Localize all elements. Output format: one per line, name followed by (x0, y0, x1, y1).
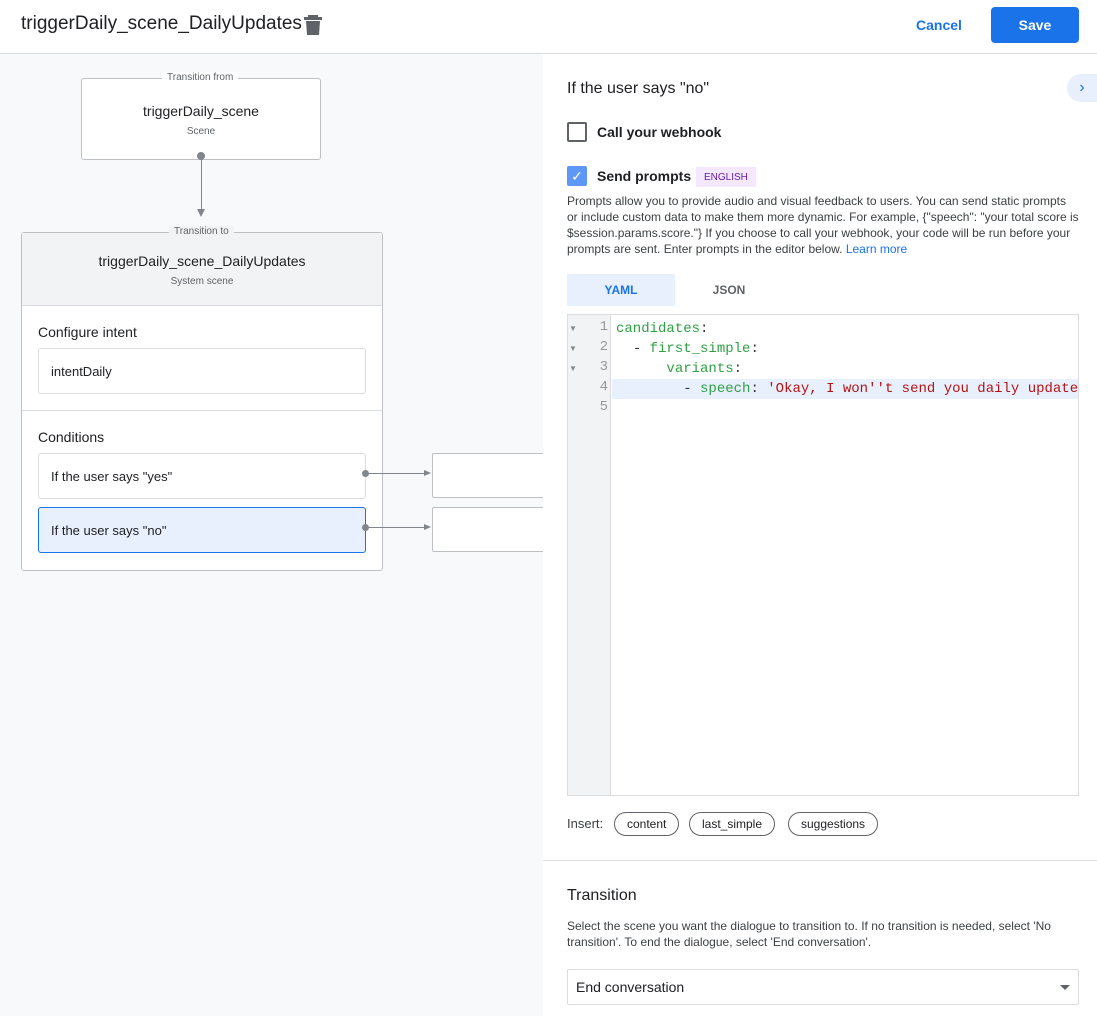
code-line: - first_simple: (616, 339, 759, 359)
code-dash: - (683, 381, 701, 397)
connector-dot (362, 524, 369, 531)
condition-no[interactable]: If the user says "no" (38, 507, 366, 553)
save-button[interactable]: Save (991, 7, 1079, 43)
arrow-right-icon (424, 524, 431, 530)
to-scene-name: triggerDaily_scene_DailyUpdates (98, 253, 306, 269)
connector-dot (197, 152, 205, 160)
code-key: variants (666, 361, 734, 377)
code-line: variants: (616, 359, 742, 379)
code-colon: : (750, 341, 759, 357)
code-colon: : (750, 381, 759, 397)
tab-json[interactable]: JSON (712, 283, 746, 297)
code-dash: - (632, 341, 650, 357)
code-line: candidates: (616, 319, 708, 339)
insert-chip-content[interactable]: content (614, 812, 680, 836)
code-line: - speech: 'Okay, I won''t send you daily… (616, 379, 1078, 399)
description-text: Prompts allow you to provide audio and v… (567, 194, 1079, 256)
details-panel (543, 54, 1097, 1016)
insert-chip-suggestions[interactable]: suggestions (788, 812, 879, 836)
to-scene-type: System scene (170, 276, 234, 287)
arrow-right-icon (424, 470, 431, 476)
fold-arrow-icon[interactable]: ▼ (569, 364, 577, 373)
insert-label: Insert: (567, 816, 604, 831)
from-scene-name: triggerDaily_scene (143, 103, 259, 119)
arrow-down-icon (197, 209, 205, 217)
code-key: candidates (616, 321, 701, 337)
from-scene-type: Scene (186, 126, 216, 137)
configure-intent-heading: Configure intent (38, 324, 137, 340)
language-badge: ENGLISH (696, 167, 756, 187)
code-indent (616, 361, 666, 377)
fold-arrow-icon[interactable]: ▼ (569, 324, 577, 333)
line-number: 3 (599, 359, 608, 375)
fold-arrow-icon[interactable]: ▼ (569, 344, 577, 353)
conditions-heading: Conditions (38, 429, 105, 445)
divider (543, 860, 1097, 861)
tab-yaml[interactable]: YAML (567, 274, 675, 306)
code-indent (616, 341, 633, 357)
line-number: 5 (599, 399, 608, 415)
connector-line (369, 527, 425, 528)
prompts-description: Prompts allow you to provide audio and v… (567, 193, 1079, 257)
condition-yes[interactable]: If the user says "yes" (38, 453, 366, 499)
scene-header[interactable] (22, 233, 382, 306)
trash-icon[interactable] (304, 15, 322, 35)
editor-gutter (568, 315, 611, 795)
connector-line (201, 158, 202, 210)
target-yes-card[interactable] (432, 453, 552, 498)
intent-item[interactable]: intentDaily (38, 348, 366, 394)
code-key: first_simple (649, 341, 751, 357)
transition-from-legend: Transition from (162, 72, 239, 83)
panel-heading: If the user says "no" (567, 80, 710, 97)
active-line-highlight (612, 379, 1078, 399)
divider (22, 410, 382, 411)
code-value: 'Okay, I won''t send you daily update (758, 381, 1079, 397)
transition-select[interactable]: End conversation (567, 969, 1079, 1005)
webhook-checkbox[interactable] (567, 122, 587, 142)
transition-description: Select the scene you want the dialogue t… (567, 919, 1051, 949)
page-title: triggerDaily_scene_DailyUpdates (21, 13, 302, 34)
dropdown-arrow-icon (1060, 985, 1070, 990)
code-colon: : (700, 321, 709, 337)
flow-canvas: Transition from triggerDaily_scene Scene… (0, 54, 552, 1016)
header: triggerDaily_scene_DailyUpdates Cancel S… (0, 0, 1097, 54)
webhook-label: Call your webhook (597, 124, 722, 140)
line-number: 1 (599, 319, 608, 335)
send-prompts-label: Send prompts (597, 168, 692, 184)
code-key: speech (700, 381, 751, 397)
transition-to-legend: Transition to (169, 226, 234, 237)
code-indent (616, 381, 683, 397)
target-no-card[interactable] (432, 507, 552, 552)
code-editor[interactable]: 1 ▼ candidates: 2 ▼ - first_simple: 3 ▼ varian… (567, 314, 1079, 796)
transition-from-card[interactable]: Transition from triggerDaily_scene Scene (81, 72, 321, 160)
connector-line (369, 473, 425, 474)
learn-more-link[interactable]: Learn more (845, 242, 908, 256)
line-number: 4 (599, 379, 608, 395)
chevron-right-icon[interactable]: › (1067, 74, 1097, 102)
code-colon: : (733, 361, 743, 377)
connector-dot (362, 470, 369, 477)
line-number: 2 (599, 339, 608, 355)
send-prompts-checkbox[interactable]: ✓ (567, 166, 587, 186)
transition-to-card: Transition to triggerDaily_scene_DailyUp… (21, 226, 383, 571)
transition-select-value: End conversation (576, 979, 685, 995)
transition-heading: Transition (567, 887, 637, 904)
insert-chip-last-simple[interactable]: last_simple (689, 812, 776, 836)
cancel-button[interactable]: Cancel (916, 17, 962, 33)
